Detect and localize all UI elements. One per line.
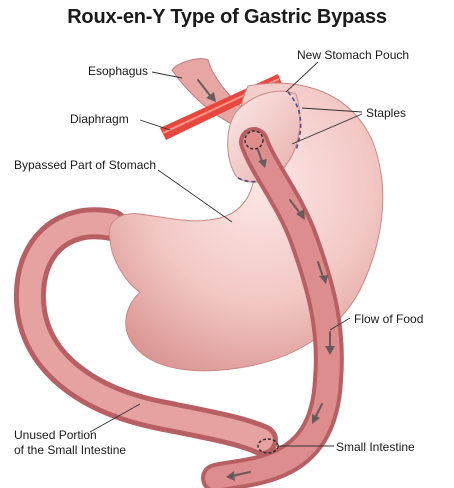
label-staples: Staples	[366, 106, 406, 120]
label-bypassed-stomach: Bypassed Part of Stomach	[14, 158, 156, 172]
label-diaphragm: Diaphragm	[70, 112, 129, 126]
leader-diaphragm	[140, 120, 170, 130]
label-unused-portion-line2: of the Small Intestine	[14, 443, 126, 457]
page-title: Roux-en-Y Type of Gastric Bypass	[0, 6, 454, 29]
label-small-intestine: Small Intestine	[336, 440, 415, 454]
label-unused-portion-line1: Unused Portion	[14, 428, 97, 442]
label-new-stomach-pouch: New Stomach Pouch	[297, 48, 409, 62]
label-esophagus: Esophagus	[88, 64, 148, 78]
leader-bypassed-stomach	[158, 170, 232, 222]
label-flow-of-food: Flow of Food	[354, 312, 423, 326]
